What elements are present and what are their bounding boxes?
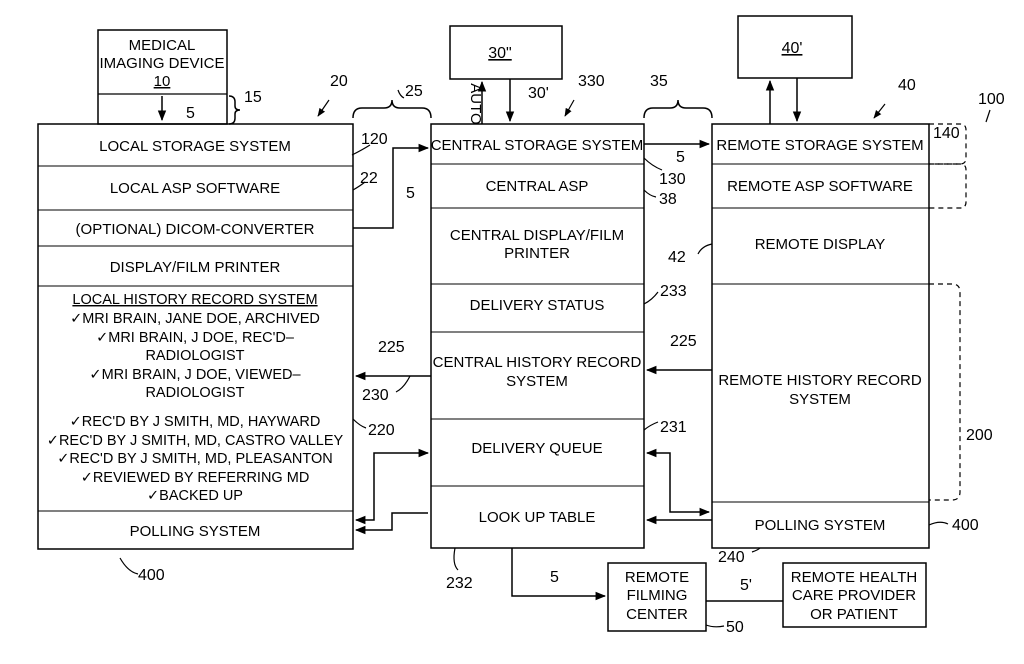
box-30-label: 30"	[488, 45, 511, 62]
ref-200: 200	[966, 427, 993, 444]
provider-l2: CARE PROVIDER	[792, 587, 916, 604]
ref-30-prime: 30'	[528, 85, 549, 102]
filming-center-l1: REMOTE	[625, 569, 689, 586]
ref-25: 25	[405, 83, 423, 100]
queue-remote-polling-arrow	[647, 453, 709, 512]
ref-225a: 225	[378, 339, 405, 356]
ref-130: 130	[659, 171, 686, 188]
history-entry: ✓MRI BRAIN, J DOE, VIEWED–	[89, 367, 301, 383]
history-entry: ✓REC'D BY J SMITH, MD, HAYWARD	[70, 414, 321, 430]
local-asp-label: LOCAL ASP SOFTWARE	[110, 180, 280, 197]
ref-15: 15	[244, 89, 262, 106]
delivery-status-label: DELIVERY STATUS	[470, 297, 605, 314]
ref-140: 140	[933, 125, 960, 142]
central-storage-label: CENTRAL STORAGE SYSTEM	[431, 137, 644, 154]
ref-233: 233	[660, 283, 687, 300]
box-40-prime: 40'	[738, 16, 852, 78]
history-entry: ✓MRI BRAIN, JANE DOE, ARCHIVED	[70, 311, 320, 327]
history-entry: ✓BACKED UP	[147, 488, 243, 504]
history-entry: RADIOLOGIST	[145, 348, 244, 364]
box-40-label: 40'	[782, 40, 803, 57]
ref-225b: 225	[670, 333, 697, 350]
device-label-line1: MEDICAL	[129, 37, 196, 54]
local-polling-label: POLLING SYSTEM	[130, 523, 261, 540]
remote-filming-center-box: REMOTE FILMING CENTER	[608, 563, 706, 631]
history-entry: RADIOLOGIST	[145, 385, 244, 401]
device-ref: 10	[154, 73, 171, 90]
remote-asp-label: REMOTE ASP SOFTWARE	[727, 178, 913, 195]
ref-20: 20	[330, 73, 348, 90]
remote-display-label: REMOTE DISPLAY	[755, 236, 886, 253]
local-storage-label: LOCAL STORAGE SYSTEM	[99, 138, 291, 155]
ref-5-prime: 5'	[740, 577, 752, 594]
filming-center-l2: FILMING	[627, 587, 688, 604]
auto-label: AUTO	[467, 83, 484, 124]
ref-50: 50	[726, 619, 744, 636]
ref-400b: 400	[952, 517, 979, 534]
device-label-line2: IMAGING DEVICE	[99, 55, 224, 72]
ref-330: 330	[578, 73, 605, 90]
ref-400a: 400	[138, 567, 165, 584]
remote-history-label-2: SYSTEM	[789, 391, 851, 408]
central-asp-label: CENTRAL ASP	[486, 178, 589, 195]
ref-5b: 5	[406, 185, 415, 202]
ref-100: 100	[978, 91, 1005, 108]
brace-25	[353, 100, 431, 118]
ref-232: 232	[446, 575, 473, 592]
local-history-title: LOCAL HISTORY RECORD SYSTEM	[72, 292, 317, 308]
ref-40: 40	[898, 77, 916, 94]
ref-38: 38	[659, 191, 677, 208]
ref-231: 231	[660, 419, 687, 436]
remote-dashed-brackets	[929, 124, 966, 500]
dicom-converter-label: (OPTIONAL) DICOM-CONVERTER	[76, 221, 315, 238]
ref-35: 35	[650, 73, 668, 90]
delivery-queue-label: DELIVERY QUEUE	[471, 440, 602, 457]
brace-15	[229, 96, 240, 124]
filming-center-l3: CENTER	[626, 606, 688, 623]
history-entry: ✓REVIEWED BY REFERRING MD	[81, 470, 310, 486]
dicom-to-central-arrow	[353, 148, 428, 228]
ref-5d: 5	[550, 569, 559, 586]
local-polling-queue-arrow	[356, 453, 428, 520]
local-display-label: DISPLAY/FILM PRINTER	[110, 259, 281, 276]
ref-230: 230	[362, 387, 389, 404]
history-entry: ✓MRI BRAIN, J DOE, REC'D–	[96, 330, 295, 346]
ref-5a: 5	[186, 105, 195, 122]
provider-l1: REMOTE HEALTH	[791, 569, 917, 586]
lookup-table-label: LOOK UP TABLE	[479, 509, 596, 526]
central-history-label-1: CENTRAL HISTORY RECORD	[433, 354, 642, 371]
ref-42: 42	[668, 249, 686, 266]
provider-l3: OR PATIENT	[810, 606, 898, 623]
history-entry: ✓REC'D BY J SMITH, MD, CASTRO VALLEY	[47, 433, 344, 449]
ref-240: 240	[718, 549, 745, 566]
remote-history-label-1: REMOTE HISTORY RECORD	[718, 372, 922, 389]
central-system-box: CENTRAL STORAGE SYSTEM CENTRAL ASP CENTR…	[431, 124, 644, 548]
central-display-label-2: PRINTER	[504, 245, 570, 262]
ref-22: 22	[360, 170, 378, 187]
ref-120: 120	[361, 131, 388, 148]
local-system-box: LOCAL STORAGE SYSTEM LOCAL ASP SOFTWARE …	[38, 124, 353, 549]
ref-220: 220	[368, 422, 395, 439]
remote-storage-label: REMOTE STORAGE SYSTEM	[716, 137, 923, 154]
remote-system-box: REMOTE STORAGE SYSTEM REMOTE ASP SOFTWAR…	[712, 124, 929, 548]
remote-provider-box: REMOTE HEALTH CARE PROVIDER OR PATIENT	[783, 563, 926, 627]
history-entry: ✓REC'D BY J SMITH, MD, PLEASANTON	[57, 451, 332, 467]
brace-35	[644, 100, 712, 118]
central-display-label-1: CENTRAL DISPLAY/FILM	[450, 227, 624, 244]
box-30-double-prime: 30"	[450, 26, 562, 79]
central-history-label-2: SYSTEM	[506, 373, 568, 390]
remote-polling-label: POLLING SYSTEM	[755, 517, 886, 534]
ref-5c: 5	[676, 149, 685, 166]
local-polling-lookup-arrow	[356, 513, 428, 530]
